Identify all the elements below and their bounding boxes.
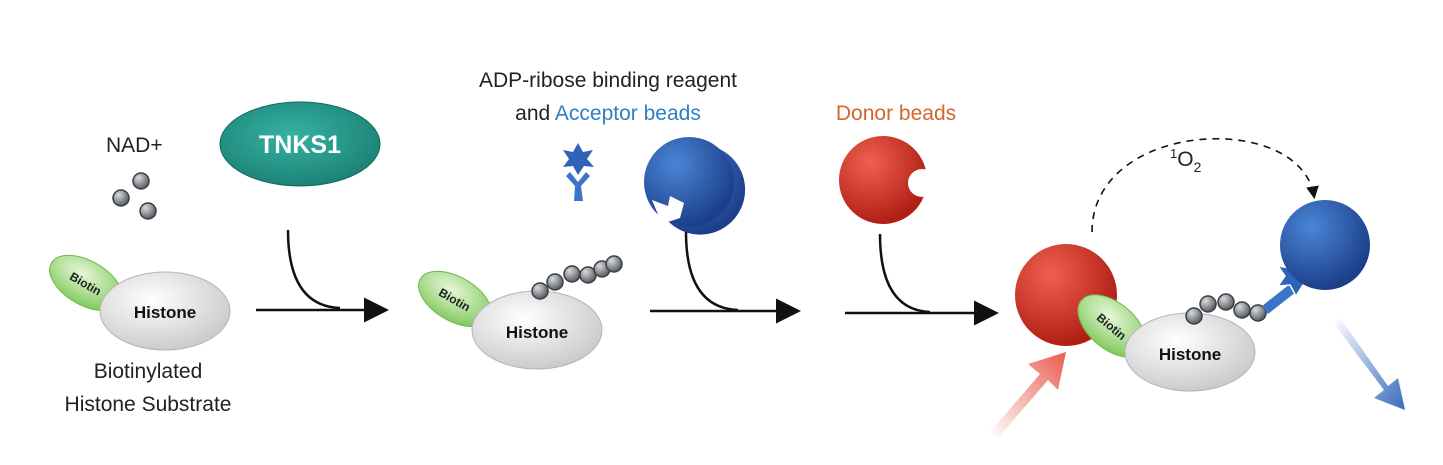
svg-text:and Acceptor beads: and Acceptor beads [515,102,701,125]
donor-label: Donor beads [836,102,956,125]
histone-1: Histone [99,271,231,351]
reagent-label-prefix: and [515,102,555,125]
donor-bead-icon [839,136,936,224]
adp-ribose-chain-2 [531,255,623,300]
tnks1-enzyme: TNKS1 [219,101,381,187]
histone-label-2: Histone [506,323,568,342]
adp-ribose-binding-reagent-icon [563,143,594,201]
substrate-label-line2: Histone Substrate [65,393,232,416]
acceptor-bead-bound [1280,200,1370,290]
adp-ribose-chain-3 [1185,293,1267,325]
histone-3: Histone [1124,312,1256,392]
nad-molecules [112,172,157,220]
histone-2: Histone [471,290,603,370]
reagent-label-line1: ADP-ribose binding reagent [479,69,737,92]
tnks1-label: TNKS1 [259,131,341,159]
emission-light-arrow [1334,318,1405,410]
reaction-arrow-2 [650,231,801,324]
singlet-oxygen-label: 1O2 [1170,146,1202,175]
acceptor-label: Acceptor beads [555,102,701,125]
nad-label: NAD+ [106,134,163,157]
excitation-light-arrow [990,352,1066,438]
substrate-label-line1: Biotinylated [94,360,203,383]
biotin-tag-2: Biotin [418,270,492,328]
reaction-arrow-3 [845,233,999,326]
reaction-arrow-1 [256,229,389,323]
histone-label-3: Histone [1159,345,1221,364]
singlet-oxygen-arrow [1091,137,1319,233]
histone-label-1: Histone [134,303,196,322]
acceptor-bead-icon [644,137,746,235]
